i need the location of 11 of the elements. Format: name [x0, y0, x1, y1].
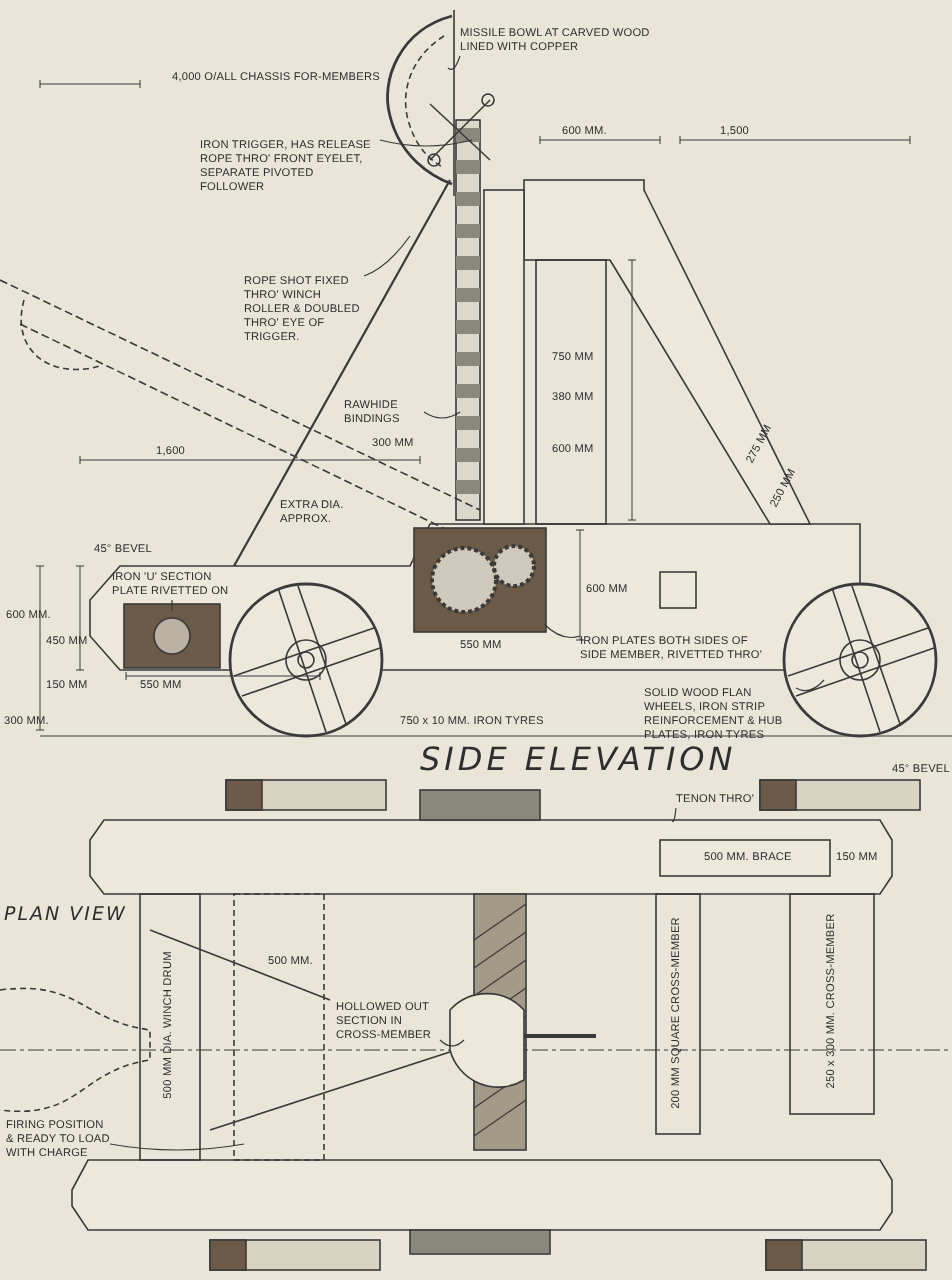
leader-line: [671, 807, 677, 823]
leader-line: [543, 623, 581, 639]
view-title: SIDE ELEVATION: [420, 740, 737, 780]
leader-line: [379, 139, 473, 147]
leader-line: [447, 55, 461, 71]
leader-line: [109, 1143, 245, 1151]
leader-line: [439, 1039, 465, 1047]
view-title: PLAN VIEW: [4, 904, 127, 928]
leader-line: [423, 411, 461, 419]
leader-line: [795, 679, 825, 692]
leader-line: [363, 235, 411, 277]
